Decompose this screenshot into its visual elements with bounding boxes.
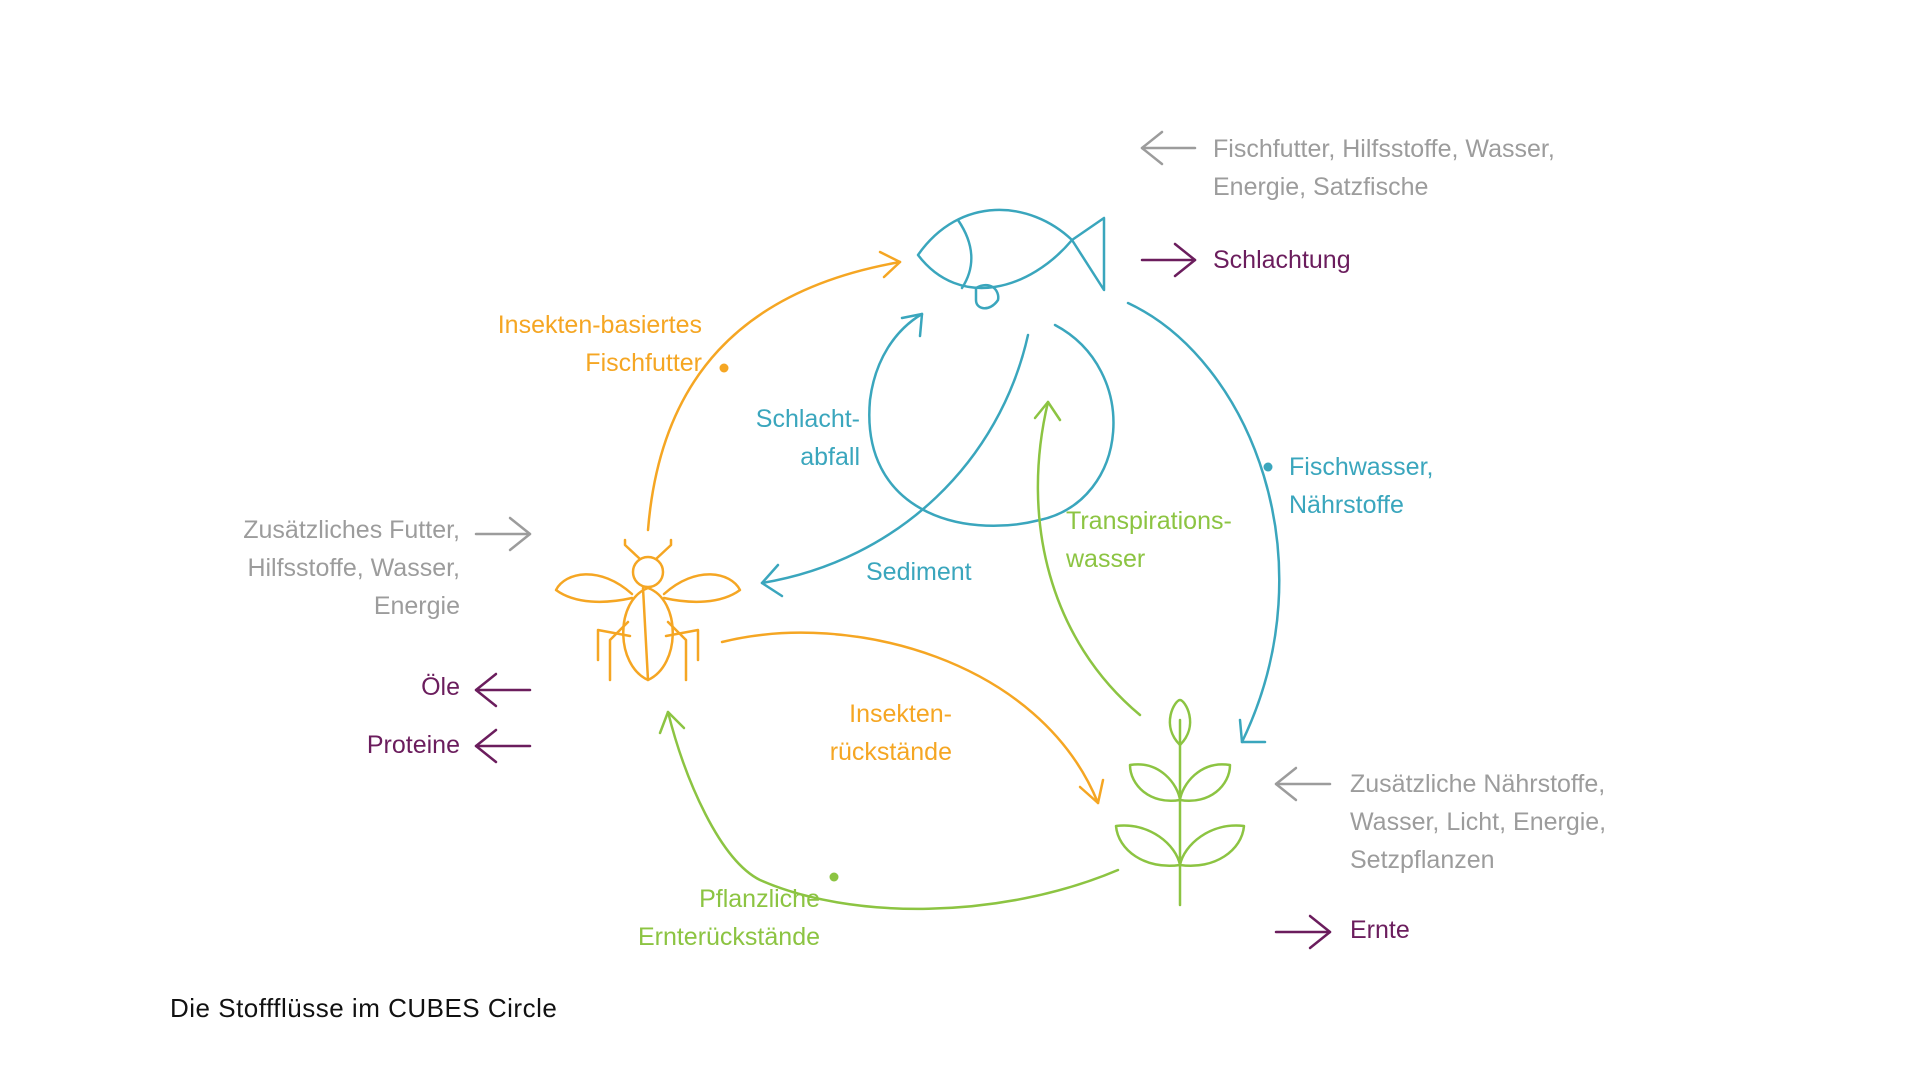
fish-inputs-line1: Fischfutter, Hilfsstoffe, Wasser, [1213,135,1555,163]
plant-icon [1114,698,1246,907]
insect-inputs-label: Zusätzliches Futter, Hilfsstoffe, Wasser… [220,511,460,625]
flow-label-insect-to-fish: Insekten-basiertes Fischfutter [470,306,702,382]
arrow-fish-input-icon [1140,130,1197,166]
arrowhead-fish-in [878,250,902,279]
flow-label-insect-residues-line1: Insekten- [849,700,952,728]
arrow-insect-output-proteins-icon [474,728,532,764]
insect-inputs-line1: Zusätzliches Futter, [243,516,460,544]
arrowhead-insect-in-teal [760,563,784,598]
flow-label-insect-residues: Insekten- rückstände [780,695,952,771]
flow-label-fish-to-plant-line1: Fischwasser, [1289,453,1434,481]
insect-icon [554,538,742,682]
arrowhead-fish-in-green [1033,400,1062,422]
flow-dot-teal [1263,462,1273,472]
plant-output-label: Ernte [1350,916,1410,944]
insect-output-proteins-label: Proteine [366,731,460,759]
plant-inputs-label: Zusätzliche Nährstoffe, Wasser, Licht, E… [1350,765,1606,879]
flow-label-transpiration: Transpirations- wasser [1066,502,1232,578]
insect-output-oils-label: Öle [421,673,460,701]
flow-transpiration [1036,400,1142,717]
flow-label-insect-to-fish-line1: Insekten-basiertes [497,311,702,339]
arrowhead-insect-in-green [658,710,686,735]
arrowhead-plant-in-teal [1238,718,1267,744]
flow-arc-plant-to-insect [666,710,1120,911]
plant-inputs-line2: Wasser, Licht, Energie, [1350,808,1607,836]
fish-icon [916,208,1106,310]
flow-label-transpiration-line1: Transpirations- [1066,507,1232,535]
insect-inputs-line3: Energie [373,592,460,620]
flow-label-plant-residues-line2: Ernterückstände [637,923,820,951]
arrow-plant-output-icon [1274,914,1332,950]
flow-arc-fish-to-plant [1126,301,1281,744]
plant-inputs-line1: Zusätzliche Nährstoffe, [1350,770,1606,798]
flow-label-fish-to-plant: Fischwasser, Nährstoffe [1289,448,1433,524]
flow-label-insect-to-fish-line2: Fischfutter [585,349,702,377]
arrow-plant-input-icon [1274,766,1332,802]
flow-label-transpiration-line2: wasser [1066,545,1146,573]
flow-label-slaughter-waste-line2: abfall [800,443,860,471]
arrow-insect-input-icon [474,516,532,552]
flow-sediment [760,333,1030,585]
flow-label-insect-residues-line2: rückstände [829,738,952,766]
insect-inputs-line2: Hilfsstoffe, Wasser, [247,554,460,582]
flow-dot-orange [719,363,729,373]
fish-output-label: Schlachtung [1213,246,1351,274]
fish-inputs-label: Fischfutter, Hilfsstoffe, Wasser, Energi… [1213,130,1555,206]
flow-label-sediment: Sediment [866,558,972,586]
arrowhead-fish-in-teal [900,312,924,338]
arrowhead-plant-in-orange [1078,778,1105,805]
arrow-fish-output-icon [1140,242,1197,278]
flow-label-fish-to-plant-line2: Nährstoffe [1289,491,1404,519]
flow-slaughter-waste-loop [868,312,1115,527]
fish-inputs-line2: Energie, Satzfische [1213,173,1429,201]
arrow-insect-output-oils-icon [474,672,532,708]
flow-arc-insect-to-fish [646,260,902,532]
figure-caption: Die Stoffflüsse im CUBES Circle [170,993,558,1023]
flow-label-plant-residues: Pflanzliche Ernterückstände [600,880,820,956]
flow-label-slaughter-waste-line1: Schlacht- [755,405,860,433]
flow-label-plant-residues-line1: Pflanzliche [699,885,820,913]
flow-insect-residues [720,631,1100,805]
flow-dot-green [829,872,839,882]
flow-label-slaughter-waste: Schlacht- abfall [720,400,860,476]
plant-inputs-line3: Setzpflanzen [1350,846,1495,874]
